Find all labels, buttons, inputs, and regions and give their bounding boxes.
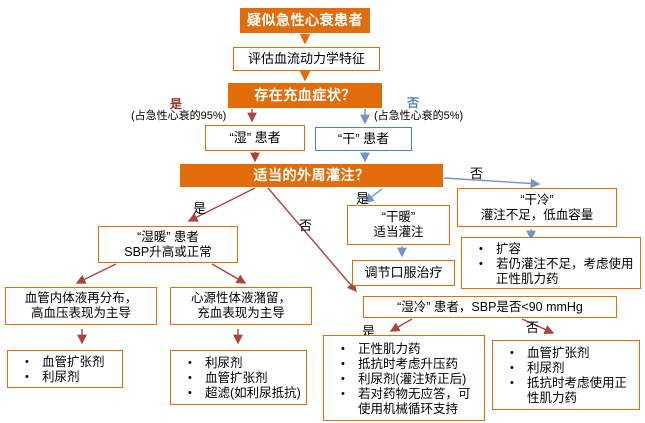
label-congestion-yes-note: (占急性心衰的95%): [131, 110, 227, 122]
node-suspected-ahf: 疑似急性心衰患者: [240, 8, 370, 33]
node-cardiac-treatment: 利尿剂血管扩张剂超滤(如利尿抵抗): [170, 350, 307, 405]
node-dry-cold: “干冷” 灌注不足，低血容量: [457, 188, 617, 227]
bullet-item: 血管扩张剂: [510, 346, 636, 361]
label-congestion-yes: 是: [170, 97, 183, 111]
bullet-item: 利尿剂: [25, 370, 105, 385]
wet-cold-yes-treatment-list: 正性肌力药抵抗时考虑升压药利尿剂(灌注矫正后)若对药物无应答，可使用机械循环支持: [332, 342, 481, 417]
node-dry-warm-line1: “干暖”: [381, 210, 416, 225]
node-wet-warm-line1: “湿暖” 患者: [137, 229, 199, 244]
node-dry-cold-line1: “干冷”: [520, 192, 554, 207]
label-perfusion-no-wet: 否: [299, 218, 313, 233]
node-wet-cold-question: “湿冷” 患者，SBP是否<90 mmHg: [363, 296, 617, 318]
bullet-item: 若对药物无应答，可使用机械循环支持: [341, 387, 481, 417]
cardiac-treatment-list: 利尿剂血管扩张剂超滤(如利尿抵抗): [179, 356, 301, 401]
node-dry-warm: “干暖” 适当灌注: [347, 205, 450, 245]
node-wet-cold-no-treatment: 血管扩张剂利尿剂抵抗时考虑使用正性肌力药: [492, 340, 640, 410]
bullet-item: 超滤(如利尿抵抗): [188, 386, 301, 401]
node-assess-hemodynamics: 评估血流动力学特征: [233, 47, 380, 71]
label-perfusion-yes-wet: 是: [193, 201, 207, 216]
label-sbp-no: 否: [526, 320, 540, 335]
node-wet-patient: “湿” 患者: [205, 125, 305, 151]
node-vascular-treatment: 血管扩张剂利尿剂: [7, 350, 123, 388]
label-congestion-no-note: (占急性心衰的5%): [374, 110, 464, 122]
node-perfusion-question: 适当的外周灌注？: [180, 164, 443, 187]
node-dry-cold-line2: 灌注不足，低血容量: [480, 207, 594, 222]
node-wet-cold-yes-treatment: 正性肌力药抵抗时考虑升压药利尿剂(灌注矫正后)若对药物无应答，可使用机械循环支持: [323, 335, 485, 421]
node-congestion-question: 存在充血症状？: [228, 83, 382, 108]
node-dry-patient: “干” 患者: [315, 127, 412, 151]
label-congestion-no: 否: [407, 96, 420, 110]
node-cardiac-line1: 心源性体液潴留，: [190, 291, 291, 306]
bullet-item: 利尿剂: [510, 361, 636, 376]
node-vascular-line2: 高血压表现为主导: [30, 306, 131, 320]
node-wet-warm: “湿暖” 患者 SBP升高或正常: [98, 226, 238, 263]
dry-cold-treatment-list: 扩容若仍灌注不足，考虑使用正性肌力药: [470, 242, 637, 287]
label-perfusion-yes-dry: 是: [356, 191, 370, 206]
node-dry-cold-treatment: 扩容若仍灌注不足，考虑使用正性肌力药: [461, 237, 641, 289]
node-wet-warm-line2: SBP升高或正常: [124, 244, 212, 259]
bullet-item: 抵抗时考虑升压药: [341, 357, 481, 372]
bullet-item: 扩容: [479, 242, 637, 257]
node-vascular-line1: 血管内体液再分布，: [24, 291, 138, 306]
node-dry-warm-line2: 适当灌注: [373, 225, 424, 239]
bullet-item: 利尿剂(灌注矫正后): [341, 372, 481, 387]
bullet-item: 血管扩张剂: [25, 355, 104, 370]
node-cardiac-retention: 心源性体液潴留， 充血表现为主导: [170, 287, 312, 325]
vascular-treatment-list: 血管扩张剂利尿剂: [16, 355, 105, 385]
node-adjust-oral-therapy: 调节口服治疗: [352, 260, 455, 286]
bullet-item: 利尿剂: [188, 356, 301, 371]
wet-cold-no-treatment-list: 血管扩张剂利尿剂抵抗时考虑使用正性肌力药: [501, 346, 636, 406]
node-vascular-redistribution: 血管内体液再分布， 高血压表现为主导: [5, 287, 157, 325]
bullet-item: 抵抗时考虑使用正性肌力药: [510, 376, 636, 406]
bullet-item: 若仍灌注不足，考虑使用正性肌力药: [479, 257, 637, 287]
bullet-item: 正性肌力药: [341, 342, 481, 357]
node-cardiac-line2: 充血表现为主导: [197, 306, 285, 320]
label-perfusion-no-dry: 否: [470, 166, 484, 181]
bullet-item: 血管扩张剂: [188, 371, 301, 386]
